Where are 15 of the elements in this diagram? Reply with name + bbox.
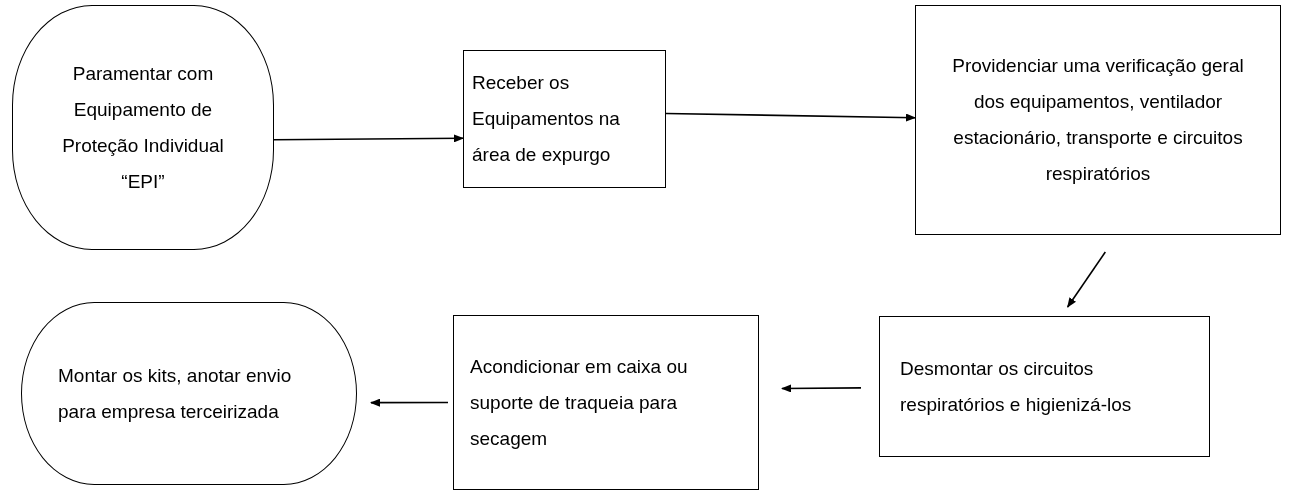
step-text: Acondicionar em caixa ou suporte de traqueia para secagem <box>470 354 689 451</box>
step-text: Providenciar uma verificação geral dos equipamentos, ventilador estacionário, transporte e circuitos respiratórios <box>951 54 1245 186</box>
process-box <box>453 315 759 490</box>
process-box <box>915 5 1281 235</box>
arrow <box>1066 251 1107 308</box>
step-text: Receber os Equipamentos na área de expurgo <box>472 71 621 167</box>
step-text: Paramentar com Equipamento de Proteção Individual “EPI” <box>61 61 225 194</box>
step-text: Montar os kits, anotar envio para empresa terceirizada <box>58 363 293 424</box>
arrow <box>370 398 449 407</box>
arrow <box>273 134 464 143</box>
process-box <box>879 316 1210 457</box>
step-text: Desmontar os circuitos respiratórios e higienizá-los <box>900 356 1133 417</box>
arrow <box>665 112 916 122</box>
arrow <box>781 384 862 393</box>
process-box <box>463 50 666 188</box>
